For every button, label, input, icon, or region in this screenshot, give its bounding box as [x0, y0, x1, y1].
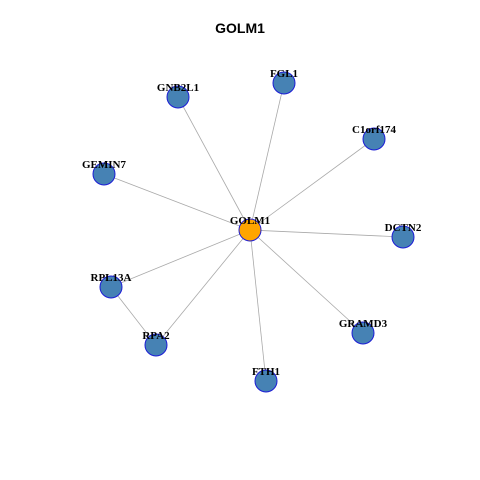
- edge-golm1-c1orf174: [249, 138, 375, 231]
- figure-title: GOLM1: [215, 20, 265, 36]
- node-circle-fgl1: [272, 71, 296, 95]
- node-label-c1orf174: C1orf174: [352, 124, 396, 136]
- node-dctn2: DCTN2: [385, 222, 422, 249]
- node-gramd3: GRAMD3: [339, 318, 388, 345]
- node-label-rpl13a: RPL13A: [91, 272, 132, 284]
- node-label-rpa2: RPA2: [142, 330, 170, 342]
- edge-golm1-fth1: [249, 229, 267, 382]
- edge-golm1-gemin7: [103, 173, 251, 231]
- node-c1orf174: C1orf174: [352, 124, 396, 151]
- node-rpl13a: RPL13A: [91, 272, 132, 299]
- node-rpa2: RPA2: [142, 330, 170, 357]
- node-golm1: GOLM1: [230, 215, 270, 242]
- edge-golm1-rpl13a: [110, 229, 251, 288]
- node-circle-dctn2: [391, 225, 415, 249]
- node-fth1: FTH1: [252, 366, 280, 393]
- edge-golm1-gnb2l1: [177, 96, 251, 231]
- node-label-dctn2: DCTN2: [385, 222, 422, 234]
- node-gemin7: GEMIN7: [82, 159, 127, 186]
- edge-golm1-gramd3: [249, 229, 364, 334]
- node-label-gemin7: GEMIN7: [82, 159, 127, 171]
- node-gnb2l1: GNB2L1: [157, 82, 199, 109]
- node-circle-rpl13a: [99, 275, 123, 299]
- node-label-gnb2l1: GNB2L1: [157, 82, 199, 94]
- node-circle-gemin7: [92, 162, 116, 186]
- node-circle-rpa2: [144, 333, 168, 357]
- node-circle-golm1: [238, 218, 262, 242]
- edge-layer: [103, 82, 404, 382]
- node-circle-gramd3: [351, 321, 375, 345]
- node-label-golm1: GOLM1: [230, 215, 270, 227]
- edge-golm1-rpa2: [155, 229, 251, 346]
- node-circle-c1orf174: [362, 127, 386, 151]
- node-circle-fth1: [254, 369, 278, 393]
- edge-rpl13a-rpa2: [110, 286, 157, 346]
- node-circle-gnb2l1: [166, 85, 190, 109]
- edge-golm1-fgl1: [249, 82, 285, 231]
- edge-golm1-dctn2: [249, 229, 404, 238]
- node-label-fth1: FTH1: [252, 366, 280, 378]
- node-label-fgl1: FGL1: [270, 68, 298, 80]
- node-fgl1: FGL1: [270, 68, 298, 95]
- node-label-gramd3: GRAMD3: [339, 318, 388, 330]
